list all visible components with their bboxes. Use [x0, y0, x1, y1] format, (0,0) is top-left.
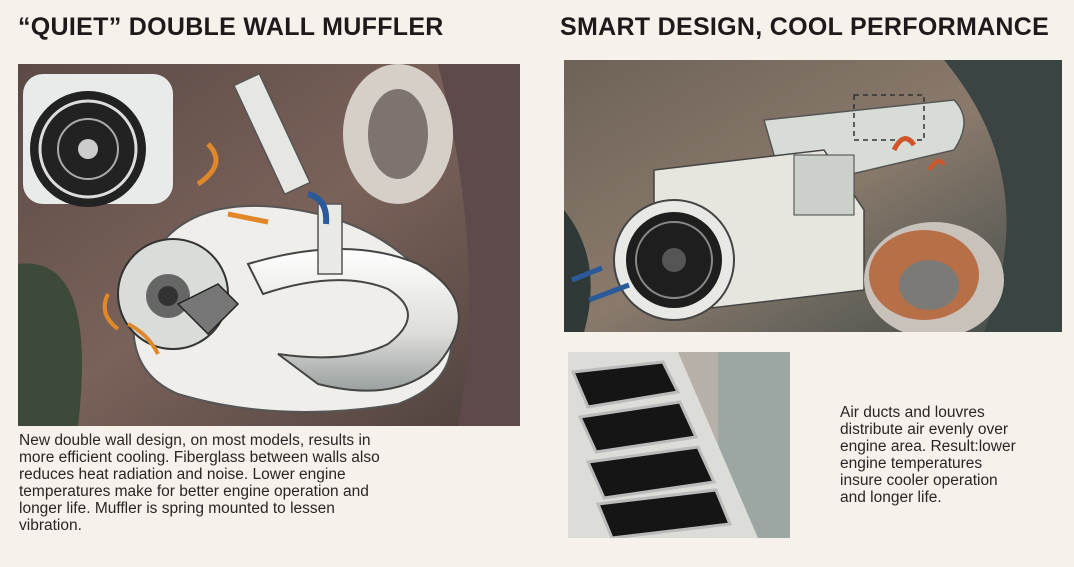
- caption-line: longer life. Muffler is spring mounted t…: [19, 500, 335, 517]
- muffler-illustration: [18, 64, 520, 426]
- caption-line: reduces heat radiation and noise. Lower …: [19, 466, 346, 483]
- design-heading: SMART DESIGN, COOL PERFORMANCE: [560, 13, 1050, 41]
- caption-line: Air ducts and louvres: [840, 404, 985, 421]
- louvres-illustration: [568, 352, 790, 538]
- muffler-caption: New double wall design, on most models, …: [19, 432, 519, 534]
- caption-line: vibration.: [19, 517, 82, 534]
- caption-line: New double wall design, on most models, …: [19, 432, 371, 449]
- engine-illustration: [564, 60, 1062, 332]
- caption-line: and longer life.: [840, 489, 942, 506]
- design-caption: Air ducts and louvres distribute air eve…: [840, 404, 1070, 506]
- caption-line: temperatures make for better engine oper…: [19, 483, 369, 500]
- caption-line: insure cooler operation: [840, 472, 998, 489]
- caption-line: engine temperatures: [840, 455, 983, 472]
- caption-line: distribute air evenly over: [840, 421, 1008, 438]
- caption-line: engine area. Result:lower: [840, 438, 1016, 455]
- muffler-heading: “QUIET” DOUBLE WALL MUFFLER: [18, 13, 444, 41]
- caption-line: more efficient cooling. Fiberglass betwe…: [19, 449, 380, 466]
